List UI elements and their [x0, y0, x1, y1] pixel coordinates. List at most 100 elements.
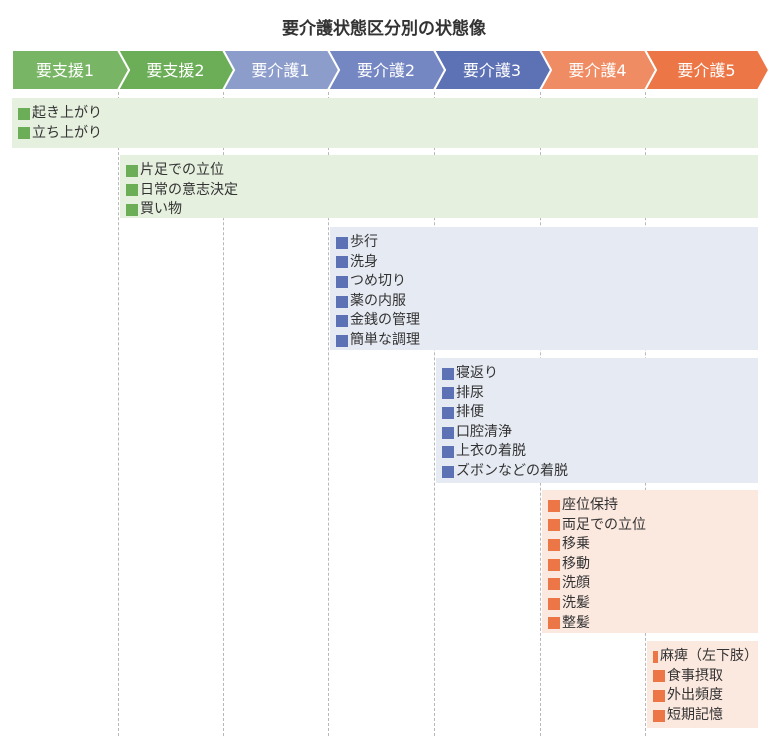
column-divider — [328, 92, 329, 736]
square-bullet-icon — [442, 367, 454, 380]
square-bullet-icon — [548, 597, 560, 610]
level-arrow-3: 要介護1 — [221, 49, 341, 91]
square-bullet-icon — [442, 446, 454, 459]
state-item: ズボンなどの着脱 — [442, 462, 758, 482]
state-item: 立ち上がり — [18, 124, 758, 144]
state-item-label: 寝返り — [456, 365, 498, 381]
state-item-label: 短期記憶 — [667, 706, 723, 723]
state-item: 短期記憶 — [653, 706, 758, 726]
square-bullet-icon — [653, 689, 665, 702]
state-item-label: 移動 — [562, 555, 590, 572]
state-item-label: 整髪 — [562, 614, 590, 631]
state-item: 外出頻度 — [653, 686, 758, 706]
state-item: 口腔清浄 — [442, 423, 758, 443]
square-bullet-icon — [442, 426, 454, 439]
state-item: 薬の内服 — [336, 292, 758, 312]
state-block-5: 座位保持両足での立位移乗移動洗顔洗髪整髪 — [542, 490, 758, 633]
state-item-label: 排尿 — [456, 384, 484, 401]
level-label: 要支援2 — [146, 61, 204, 80]
state-item: 排便 — [442, 403, 758, 423]
level-label: 要介護3 — [463, 61, 521, 80]
state-block-4: 寝返り排尿排便口腔清浄上衣の着脱ズボンなどの着脱 — [436, 358, 758, 483]
level-label: 要介護1 — [251, 61, 309, 80]
state-item-label: 日常の意志決定 — [140, 181, 238, 198]
state-block-3: 歩行洗身つめ切り薬の内服金銭の管理簡単な調理 — [330, 227, 758, 350]
state-item: 洗髪 — [548, 594, 758, 614]
state-item-label: 外出頻度 — [667, 687, 723, 704]
state-item: 寝返り — [442, 364, 758, 384]
state-item-label: ズボンなどの着脱 — [456, 462, 568, 479]
state-block-1: 起き上がり立ち上がり — [12, 98, 758, 148]
level-arrow-4: 要介護2 — [326, 49, 447, 91]
level-label: 要介護4 — [568, 61, 626, 80]
square-bullet-icon — [336, 315, 348, 328]
state-item-label: 洗髪 — [562, 594, 590, 611]
state-item-label: 金銭の管理 — [350, 312, 420, 329]
square-bullet-icon — [336, 256, 348, 269]
level-arrow-1: 要支援1 — [11, 49, 131, 91]
state-item: 日常の意志決定 — [126, 181, 758, 201]
state-item-label: 起き上がり — [32, 105, 102, 121]
state-item: 洗顔 — [548, 574, 758, 594]
square-bullet-icon — [442, 387, 454, 400]
state-item: 上衣の着脱 — [442, 442, 758, 462]
state-item-label: 洗身 — [350, 253, 378, 270]
state-item-label: 歩行 — [350, 234, 378, 250]
square-bullet-icon — [336, 275, 348, 288]
square-bullet-icon — [126, 184, 138, 197]
level-arrow-6: 要介護4 — [538, 49, 658, 91]
level-label: 要介護5 — [677, 61, 735, 80]
state-item: 両足での立位 — [548, 516, 758, 536]
square-bullet-icon — [336, 295, 348, 308]
square-bullet-icon — [548, 558, 560, 571]
state-block-6: 麻痺（左下肢） 食事摂取外出頻度短期記憶 — [647, 641, 758, 728]
state-item: 排尿 — [442, 384, 758, 404]
state-item: 整髪 — [548, 614, 758, 634]
state-item-label: 座位保持 — [562, 497, 618, 513]
square-bullet-icon — [548, 538, 560, 551]
state-item: 移乗 — [548, 535, 758, 555]
state-item-label: 片足での立位 — [140, 162, 224, 178]
state-item-label: 買い物 — [140, 201, 182, 218]
square-bullet-icon — [548, 519, 560, 532]
state-item-label: 口腔清浄 — [456, 423, 512, 440]
square-bullet-icon — [548, 617, 560, 630]
state-item-label: 洗顔 — [562, 575, 590, 592]
column-divider — [223, 92, 224, 736]
square-bullet-icon — [442, 406, 454, 419]
state-item-label: 立ち上がり — [32, 124, 102, 141]
square-bullet-icon — [18, 107, 30, 120]
care-level-arrow-row: 要介護5 要介護4 要介護3 要介護2 要介護1 要支援2 要支援1 — [11, 49, 768, 91]
state-item-label: 両足での立位 — [562, 516, 646, 533]
square-bullet-icon — [653, 670, 665, 683]
state-item-label: 麻痺（左下肢） — [660, 648, 758, 664]
state-item: 簡単な調理 — [336, 331, 758, 351]
level-label: 要支援1 — [36, 61, 94, 80]
level-arrow-5: 要介護3 — [432, 49, 553, 91]
level-arrow-2: 要支援2 — [116, 49, 236, 91]
square-bullet-icon — [126, 203, 138, 216]
state-item-label: 排便 — [456, 404, 484, 421]
column-divider — [434, 92, 435, 736]
level-arrow-7: 要介護5 — [643, 49, 768, 91]
state-item: 歩行 — [336, 233, 758, 253]
level-arrow-shape — [11, 49, 131, 91]
square-bullet-icon — [548, 578, 560, 591]
state-item-label: 食事摂取 — [667, 667, 723, 684]
state-item-label: 薬の内服 — [350, 292, 406, 309]
state-item: 金銭の管理 — [336, 311, 758, 331]
square-bullet-icon — [18, 127, 30, 140]
state-item-label: 移乗 — [562, 536, 590, 553]
square-bullet-icon — [336, 334, 348, 347]
state-item: 起き上がり — [18, 104, 758, 124]
state-item: 買い物 — [126, 200, 758, 220]
state-block-2: 片足での立位日常の意志決定買い物 — [120, 155, 758, 218]
state-item-label: 簡単な調理 — [350, 331, 420, 348]
state-item-label: 上衣の着脱 — [456, 443, 526, 460]
state-item: 麻痺（左下肢） — [653, 647, 758, 667]
state-item: 洗身 — [336, 253, 758, 273]
state-item-label: つめ切り — [350, 273, 406, 290]
level-label: 要介護2 — [357, 61, 415, 80]
state-item: 食事摂取 — [653, 667, 758, 687]
diagram-title: 要介護状態区分別の状態像 — [282, 19, 486, 39]
